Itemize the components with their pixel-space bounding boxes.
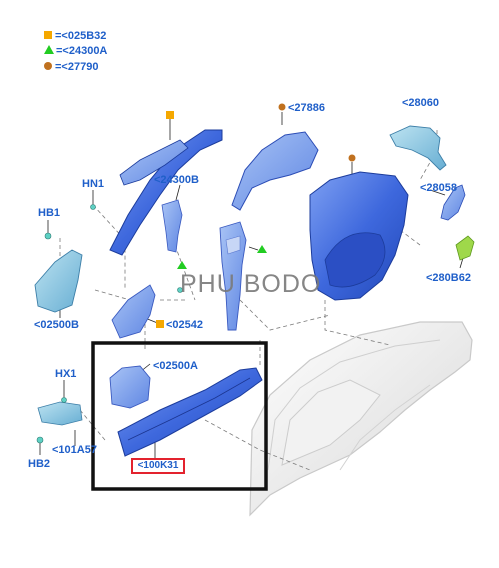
legend-item-circle: =<27790: [44, 61, 98, 73]
fastener-icons: [36, 204, 183, 444]
legend-item-triangle: =<24300A: [44, 45, 107, 57]
bracket-24300b-part: [161, 199, 183, 253]
label-02542[interactable]: <02542: [166, 319, 204, 331]
circle-marker-icon: [44, 62, 52, 70]
label-28058[interactable]: <28058: [420, 182, 458, 194]
part-28060: [389, 125, 447, 171]
car-body-outline: [249, 321, 473, 517]
triangle-marker-icon: [177, 261, 187, 269]
b-pillar-part: [219, 221, 247, 331]
label-24300b[interactable]: <24300B: [154, 174, 199, 186]
part-02500b: [34, 249, 83, 313]
label-27886[interactable]: <27886: [288, 102, 326, 114]
highlight-frame: [91, 341, 268, 491]
label-100k31[interactable]: <100K31: [131, 458, 185, 474]
circle-marker-icon: [278, 103, 286, 111]
legend-item-square: =<025B32: [44, 30, 106, 42]
part-02500a: [109, 365, 151, 409]
square-marker-icon: [156, 320, 164, 328]
label-02500a[interactable]: <02500A: [153, 360, 198, 372]
part-280b62: [455, 235, 475, 261]
triangle-marker-icon: [257, 245, 267, 253]
part-28058: [440, 184, 466, 221]
triangle-marker-icon: [44, 45, 54, 54]
label-28060[interactable]: <28060: [402, 97, 440, 109]
quarter-inner-upper-part: [231, 131, 319, 211]
square-marker-icon: [166, 111, 174, 119]
label-280b62[interactable]: <280B62: [426, 272, 471, 284]
part-100k31-rocker: [117, 367, 263, 457]
circle-marker-icon: [348, 154, 356, 162]
label-101a57[interactable]: <101A57: [52, 444, 97, 456]
label-hn1[interactable]: HN1: [82, 178, 105, 190]
part-02542: [111, 284, 156, 339]
label-02500b[interactable]: <02500B: [34, 319, 79, 331]
watermark-text: PHU BODO: [180, 270, 322, 298]
a-pillar-part: [109, 129, 223, 256]
wheelhouse-part: [309, 171, 409, 301]
part-101a57: [37, 401, 83, 426]
label-hb1[interactable]: HB1: [38, 207, 61, 219]
label-hb2[interactable]: HB2: [28, 458, 51, 470]
guide-lines: [59, 130, 438, 471]
square-marker-icon: [44, 31, 52, 39]
label-hx1[interactable]: HX1: [55, 368, 77, 380]
